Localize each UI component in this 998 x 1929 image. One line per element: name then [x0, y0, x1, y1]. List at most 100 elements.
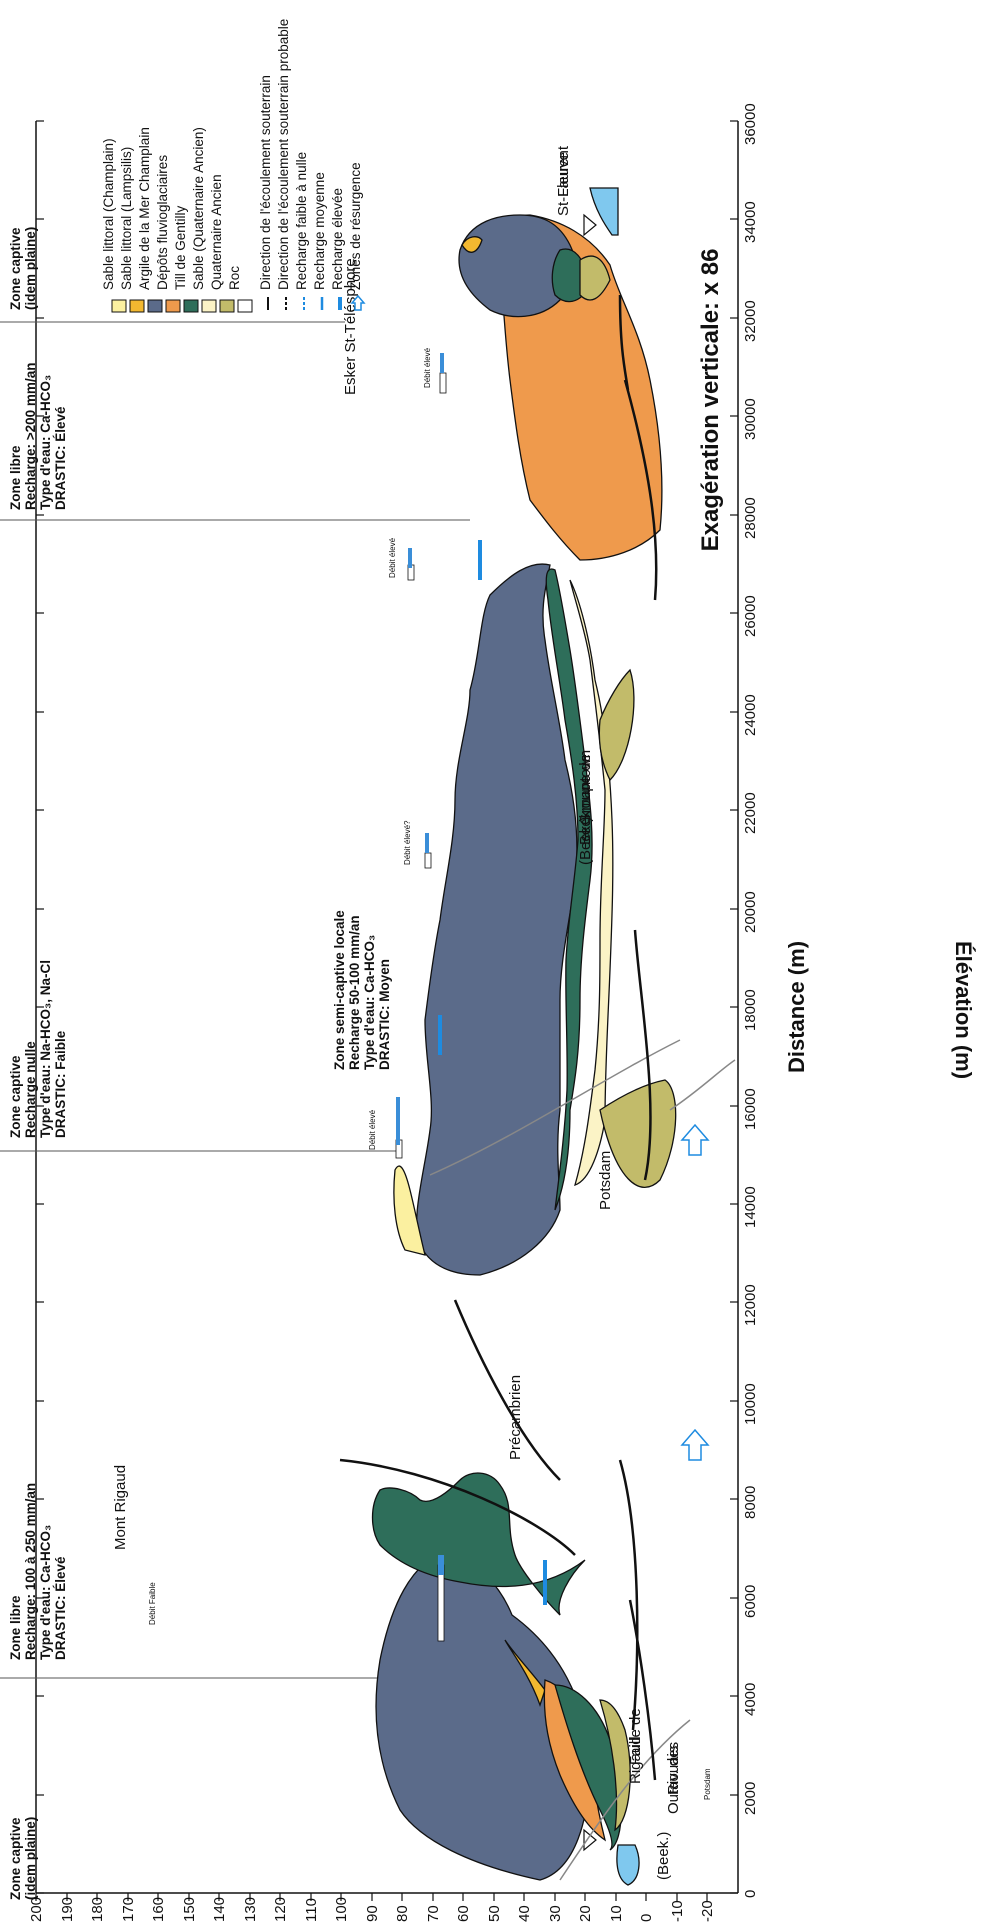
- y-tick-label: 80: [394, 1905, 411, 1922]
- x-tick-label: 22000: [742, 792, 759, 834]
- y-tick-label: 110: [303, 1898, 320, 1922]
- y-tick-label: 90: [364, 1905, 381, 1922]
- label-faille-2: Rigaud: [627, 1736, 644, 1784]
- y-tick-label: 190: [59, 1897, 76, 1922]
- well-screen: [408, 548, 412, 568]
- legend-label: Direction de l'écoulement souterrain pro…: [276, 19, 291, 290]
- flow-arrow: [620, 1460, 637, 1730]
- label-riv-2: Outaouais: [665, 1746, 682, 1814]
- x-tick-label: 30000: [742, 398, 759, 440]
- svg-text:DRASTIC: Moyen: DRASTIC: Moyen: [377, 959, 392, 1070]
- zone-4-text: Zone libre Recharge: >200 mm/an Type d'e…: [8, 363, 68, 510]
- x-tick-label: 10000: [742, 1383, 759, 1425]
- legend-units: Sable littoral (Champlain) Sable littora…: [101, 127, 252, 312]
- y-axis-title: Élévation (m): [951, 941, 976, 1079]
- legend-label: Argile de la Mer Champlain: [137, 127, 152, 290]
- legend-label: Sable (Quaternaire Ancien): [191, 127, 206, 290]
- y-tick-label: 120: [272, 1897, 289, 1922]
- outaouais-water: [617, 1845, 639, 1885]
- svg-text:(idem plaine): (idem plaine): [23, 227, 38, 310]
- zone-5-text: Zone captive (idem plaine): [8, 227, 38, 310]
- st-laurent-water: [590, 188, 618, 235]
- label-fleuve-2: St-Laurent: [555, 145, 572, 216]
- legend-label: Direction de l'écoulement souterrain: [258, 75, 273, 290]
- zone-3-text: Zone captive Recharge nulle Type d'eau: …: [8, 960, 68, 1138]
- y-tick-label: 100: [333, 1897, 350, 1922]
- svg-text:Type d'eau: Ca-HCO₃: Type d'eau: Ca-HCO₃: [38, 375, 53, 510]
- legend-label: Roc: [227, 266, 242, 290]
- y-tick-label: 60: [455, 1905, 472, 1922]
- legend-label: Zones de résurgence: [348, 162, 363, 290]
- x-tick-label: 16000: [742, 1088, 759, 1130]
- well-screen: [438, 1555, 444, 1575]
- zone-1-text: Zone captive (idem plaine): [8, 1817, 38, 1900]
- well-casing: [425, 853, 431, 868]
- semi-captive-text: Zone semi-captive locale Recharge 50-100…: [332, 910, 392, 1070]
- legend-label: Quaternaire Ancien: [209, 174, 224, 290]
- y-tick-label: 50: [486, 1905, 503, 1922]
- svg-text:Type d'eau: Ca-HCO₃: Type d'eau: Ca-HCO₃: [38, 1525, 53, 1660]
- y-tick-label: 180: [89, 1897, 106, 1922]
- label-potsdam-small: Potsdam: [703, 1768, 712, 1800]
- y-tick-label: -20: [699, 1900, 716, 1922]
- x-tick-label: 24000: [742, 694, 759, 736]
- y-tick-label: 10: [608, 1905, 625, 1922]
- x-tick-label: 14000: [742, 1186, 759, 1228]
- x-tick-label: 18000: [742, 989, 759, 1031]
- y-tick-label: 130: [242, 1897, 259, 1922]
- x-tick-label: 4000: [742, 1683, 759, 1716]
- x-tick-label: 20000: [742, 891, 759, 933]
- legend-swatch-till: [184, 300, 198, 312]
- well-screen: [425, 833, 429, 853]
- label-precambrien: Précambrien: [507, 1375, 524, 1460]
- y-tick-label: 70: [425, 1905, 442, 1922]
- x-tick-label: 2000: [742, 1782, 759, 1815]
- legend-swatch-lampsilis-sand: [130, 300, 144, 312]
- water-level-marker: [584, 215, 596, 235]
- x-axis-tick-labels: 0 2000 4000 6000 8000 10000 12000 14000 …: [742, 103, 759, 1898]
- x-axis-title: Distance (m): [784, 941, 809, 1073]
- label-groupe-3: (Beek.): [577, 817, 594, 865]
- x-tick-label: 8000: [742, 1486, 759, 1519]
- svg-text:Zone captive: Zone captive: [8, 1817, 23, 1900]
- geology-section: [373, 215, 676, 1880]
- resurgence-arrows: [682, 1125, 708, 1460]
- water-level-marker: [584, 1830, 596, 1850]
- well-label: Débit élevé: [388, 537, 397, 578]
- x-tick-label: 28000: [742, 497, 759, 539]
- well-casing: [440, 373, 446, 393]
- legend-swatch-quaternary: [220, 300, 234, 312]
- legend-label: Sable littoral (Lampsilis): [119, 147, 134, 290]
- legend-label: Recharge élevée: [330, 188, 345, 290]
- middle-quaternary-2: [599, 670, 634, 780]
- well-label: Débit élevé?: [403, 820, 412, 865]
- legend-swatch-champlain-sand: [112, 300, 126, 312]
- label-beek-small: (Beek.): [655, 1832, 672, 1880]
- legend-swatch-bedrock: [238, 300, 252, 312]
- x-tick-label: 12000: [742, 1284, 759, 1326]
- svg-text:Recharge nulle: Recharge nulle: [23, 1041, 38, 1138]
- y-tick-label: 40: [516, 1905, 533, 1922]
- legend-label: Recharge moyenne: [312, 172, 327, 290]
- y-tick-label: 30: [547, 1905, 564, 1922]
- svg-text:(idem plaine): (idem plaine): [23, 1817, 38, 1900]
- x-tick-label: 26000: [742, 595, 759, 637]
- vertical-exaggeration-label: Exagération verticale: x 86: [697, 249, 724, 552]
- y-tick-label: 140: [211, 1897, 228, 1922]
- svg-text:Recharge: >200 mm/an: Recharge: >200 mm/an: [23, 363, 38, 510]
- legend-label: Sable littoral (Champlain): [101, 138, 116, 290]
- middle-clay-body: [417, 564, 577, 1275]
- svg-text:Zone captive: Zone captive: [8, 227, 23, 310]
- svg-text:Zone libre: Zone libre: [8, 445, 23, 510]
- svg-text:DRASTIC: Élevé: DRASTIC: Élevé: [53, 406, 68, 510]
- svg-text:Recharge: 100 à 250 mm/an: Recharge: 100 à 250 mm/an: [23, 1483, 38, 1660]
- y-tick-label: 170: [120, 1897, 137, 1922]
- svg-text:Zone libre: Zone libre: [8, 1595, 23, 1660]
- legend-swatch-champlain-clay: [148, 300, 162, 312]
- svg-text:Type d'eau: Na-HCO₃, Na-Cl: Type d'eau: Na-HCO₃, Na-Cl: [38, 960, 53, 1138]
- well-label: Débit élevé: [423, 347, 432, 388]
- x-tick-label: 0: [742, 1890, 759, 1898]
- well-label: Débit Faible: [148, 1582, 157, 1625]
- well-screen: [396, 1097, 400, 1145]
- y-tick-label: 150: [181, 1897, 198, 1922]
